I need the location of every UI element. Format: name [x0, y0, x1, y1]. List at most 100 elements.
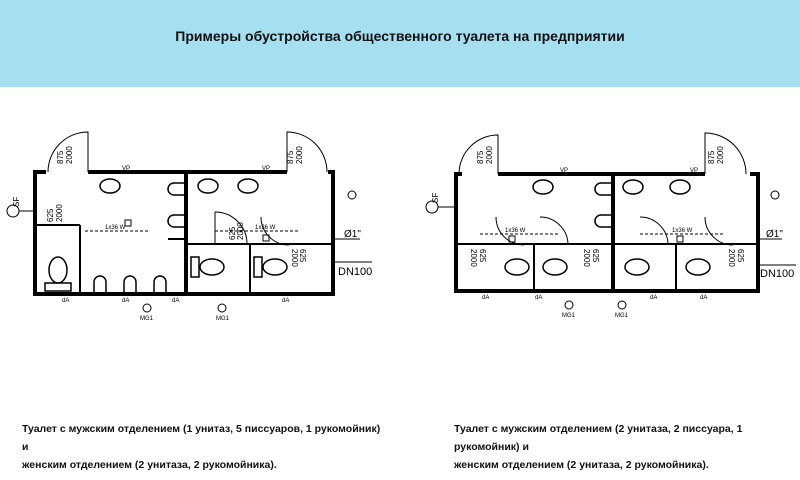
vp-label: VP — [122, 166, 130, 172]
door-height-label: 2000 — [485, 146, 494, 164]
mg-marker-icon — [564, 300, 574, 310]
mg-marker-icon — [217, 303, 227, 313]
floor-label: dA — [62, 298, 69, 304]
lamp-label: 1x36 W — [505, 228, 526, 234]
urinal-icon — [167, 214, 184, 228]
content-area: 875 2000 875 2000 625 2000 625 2000 625 … — [0, 87, 800, 480]
stall-width-label: 625 — [736, 249, 745, 263]
vp-label: VP — [560, 168, 568, 174]
stall-width-label: 625 — [478, 249, 487, 263]
door-width-label: 875 — [476, 150, 485, 164]
stall-door-swing — [704, 216, 734, 246]
caption-left-line2: женским отделением (2 унитаза, 2 рукомой… — [22, 459, 277, 471]
door-swing — [458, 134, 499, 175]
stall-height-label: 2000 — [727, 249, 736, 267]
toilet-icon — [542, 258, 568, 276]
stall-height-label: 2000 — [290, 249, 299, 267]
mg-marker-icon — [142, 303, 152, 313]
stall-height-label: 2000 — [582, 249, 591, 267]
lamp-label: 1x36 W — [255, 225, 276, 231]
vent-icon — [347, 190, 357, 200]
floor-drain-icon — [508, 235, 516, 243]
floor-label: dA — [482, 295, 489, 301]
toilet-icon — [624, 258, 650, 276]
toilet-icon — [504, 258, 530, 276]
page-title: Примеры обустройства общественного туале… — [175, 28, 625, 44]
toilet-icon — [262, 258, 288, 276]
sink-icon — [669, 179, 691, 195]
caption-left-line1: Туалет с мужским отделением (1 унитаз, 5… — [22, 423, 381, 453]
urinal-icon — [93, 275, 107, 292]
vent-icon — [770, 190, 780, 200]
floor-label: dA — [700, 295, 707, 301]
mg-label: MG1 — [216, 316, 230, 322]
sink-icon — [197, 178, 219, 194]
stall-height-label: 2000 — [236, 222, 245, 240]
floor-label: dA — [535, 295, 542, 301]
toilet-icon — [685, 258, 711, 276]
caption-right-line2: женским отделением (2 унитаза, 2 рукомой… — [454, 459, 709, 471]
urinal-icon — [153, 275, 167, 292]
lamp-label: 1x36 W — [672, 228, 693, 234]
door-height-label: 2000 — [295, 146, 304, 164]
door-swing — [286, 131, 328, 173]
stall-height-label: 2000 — [469, 249, 478, 267]
stall-door-swing — [495, 216, 525, 246]
sf-label: SF — [12, 197, 21, 207]
caption-left: Туалет с мужским отделением (1 унитаз, 5… — [22, 420, 382, 474]
vp-label: VP — [690, 168, 698, 174]
vp-label: VP — [262, 166, 270, 172]
floor-plans: 875 2000 875 2000 625 2000 625 2000 625 … — [6, 131, 796, 322]
floor-plan-right — [425, 132, 796, 310]
floor-drain-icon — [124, 219, 132, 227]
header-band: Примеры обустройства общественного туале… — [0, 0, 800, 87]
toilet-tank-icon — [44, 282, 72, 292]
stall-door-swing — [214, 211, 248, 245]
floor-label: dA — [650, 295, 657, 301]
pipe-label: Ø1" — [766, 229, 783, 240]
sink-icon — [237, 178, 259, 194]
door-swing — [47, 131, 89, 173]
door-height-label: 2000 — [65, 146, 74, 164]
sf-label: SF — [431, 193, 440, 203]
sink-icon — [99, 178, 121, 194]
window-width-label: 625 — [46, 208, 55, 222]
stall-width-label: 625 — [228, 226, 237, 240]
floor-drain-icon — [262, 234, 270, 242]
door-width-label: 875 — [707, 150, 716, 164]
floor-plan-left — [6, 131, 372, 313]
sink-icon — [532, 179, 554, 195]
stall-door-swing — [639, 216, 669, 246]
urinal-icon — [594, 214, 611, 228]
drain-label: DN100 — [338, 266, 372, 278]
mg-marker-icon — [617, 300, 627, 310]
toilet-tank-icon — [253, 256, 263, 278]
floor-drain-icon — [676, 235, 684, 243]
floor-label: dA — [172, 298, 179, 304]
pipe-label: Ø1" — [344, 229, 361, 240]
toilet-tank-icon — [190, 256, 200, 278]
stall-width-label: 625 — [591, 249, 600, 263]
stall-door-swing — [539, 216, 569, 246]
door-width-label: 875 — [56, 150, 65, 164]
toilet-icon — [199, 258, 225, 276]
door-swing — [704, 132, 747, 175]
floor-label: dA — [122, 298, 129, 304]
door-height-label: 2000 — [716, 146, 725, 164]
stall-width-label: 625 — [298, 249, 307, 263]
outer-wall — [454, 172, 760, 293]
caption-right-line1: Туалет с мужским отделением (2 унитаза, … — [454, 423, 743, 453]
mg-label: MG1 — [140, 316, 154, 322]
mg-label: MG1 — [615, 313, 629, 319]
urinal-icon — [594, 182, 611, 196]
door-width-label: 875 — [286, 150, 295, 164]
urinal-icon — [123, 275, 137, 292]
outer-wall — [33, 170, 335, 296]
floor-label: dA — [282, 298, 289, 304]
mg-label: MG1 — [562, 313, 576, 319]
sink-icon — [622, 179, 644, 195]
lamp-label: 1x36 W — [105, 225, 126, 231]
window-height-label: 2000 — [55, 204, 64, 222]
toilet-icon — [48, 256, 68, 284]
urinal-icon — [167, 182, 184, 196]
